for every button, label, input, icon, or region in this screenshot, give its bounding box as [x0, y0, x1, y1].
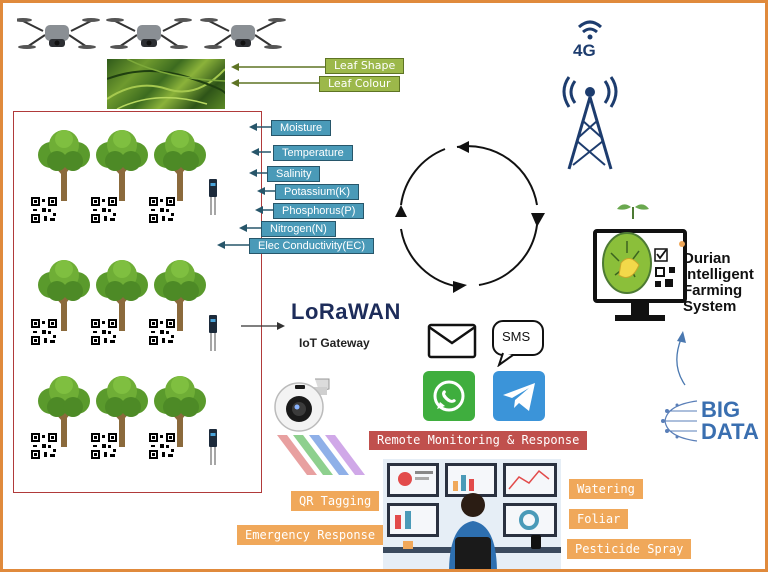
ec-label: Elec Conductivity(EC) — [249, 238, 374, 254]
potassium-label: Potassium(K) — [275, 184, 360, 200]
qr-code — [149, 433, 175, 459]
operator-monitors-icon — [383, 459, 561, 569]
whatsapp-icon — [423, 371, 475, 421]
leaf-colour-label: Leaf Colour — [319, 76, 400, 92]
salinity-label: Salinity — [267, 166, 321, 182]
foliar-label: Foliar — [569, 509, 629, 529]
durian-tree — [152, 128, 208, 203]
system-name-line: Durian — [683, 250, 731, 267]
big-data-circuit-icon — [661, 400, 698, 442]
drone-icon — [199, 17, 287, 50]
telegram-icon — [493, 371, 545, 421]
security-camera-icon — [274, 378, 330, 432]
cycle-arrows — [395, 141, 545, 293]
iot-gateway-caption: IoT Gateway — [299, 336, 370, 350]
leaf-arrows — [231, 63, 325, 87]
phosphorus-label: Phosphorus(P) — [273, 203, 365, 219]
qr-code — [91, 433, 117, 459]
qr-code — [31, 433, 57, 459]
drone-icon — [105, 17, 193, 50]
durian-tree — [94, 128, 150, 203]
email-icon — [427, 323, 477, 359]
moisture-label: Moisture — [271, 120, 332, 136]
big-data-line: BIG — [701, 397, 741, 422]
emergency-response-label: Emergency Response — [237, 525, 384, 545]
qr-code — [31, 197, 57, 223]
drone-icon — [17, 17, 101, 50]
drones-group — [17, 17, 287, 50]
4g-tower-icon — [562, 20, 618, 170]
sms-label: SMS — [502, 329, 531, 344]
system-name-line: Farming — [683, 282, 743, 299]
big-data-line: DATA — [701, 419, 759, 444]
4g-label: 4G — [573, 41, 596, 60]
brand-dot — [679, 241, 685, 247]
leaf-shape-label: Leaf Shape — [325, 58, 405, 74]
watering-label: Watering — [569, 479, 643, 499]
system-name: Durian Intelligent Farming System — [683, 251, 754, 315]
sensor-to-gateway-arrow — [241, 322, 285, 330]
qr-code — [31, 319, 57, 345]
lorawan-logo: LoRaWAN — [291, 299, 401, 324]
qr-code — [149, 197, 175, 223]
farm-plot — [13, 111, 262, 493]
sensor-arrows — [217, 123, 275, 249]
qr-code — [149, 319, 175, 345]
leaf-photo — [107, 59, 225, 109]
big-data-label: BIG DATA — [701, 399, 759, 443]
system-name-line: System — [683, 298, 737, 315]
qr-code — [91, 319, 117, 345]
qr-tagging-label: QR Tagging — [291, 491, 380, 511]
system-name-line: Intelligent — [683, 266, 754, 283]
soil-sensor-icon — [208, 314, 218, 352]
durian-tree — [36, 128, 92, 203]
monitor-durian-icon — [593, 204, 687, 321]
camera-view-rays — [277, 435, 365, 475]
bigdata-to-system-arrow — [676, 331, 686, 386]
sms-bubble-icon — [492, 320, 544, 367]
soil-sensor-icon — [208, 428, 218, 466]
temperature-label: Temperature — [273, 145, 353, 161]
remote-monitoring-label: Remote Monitoring & Response — [369, 431, 588, 450]
pesticide-spray-label: Pesticide Spray — [567, 539, 692, 559]
nitrogen-label: Nitrogen(N) — [261, 221, 336, 237]
qr-code — [91, 197, 117, 223]
